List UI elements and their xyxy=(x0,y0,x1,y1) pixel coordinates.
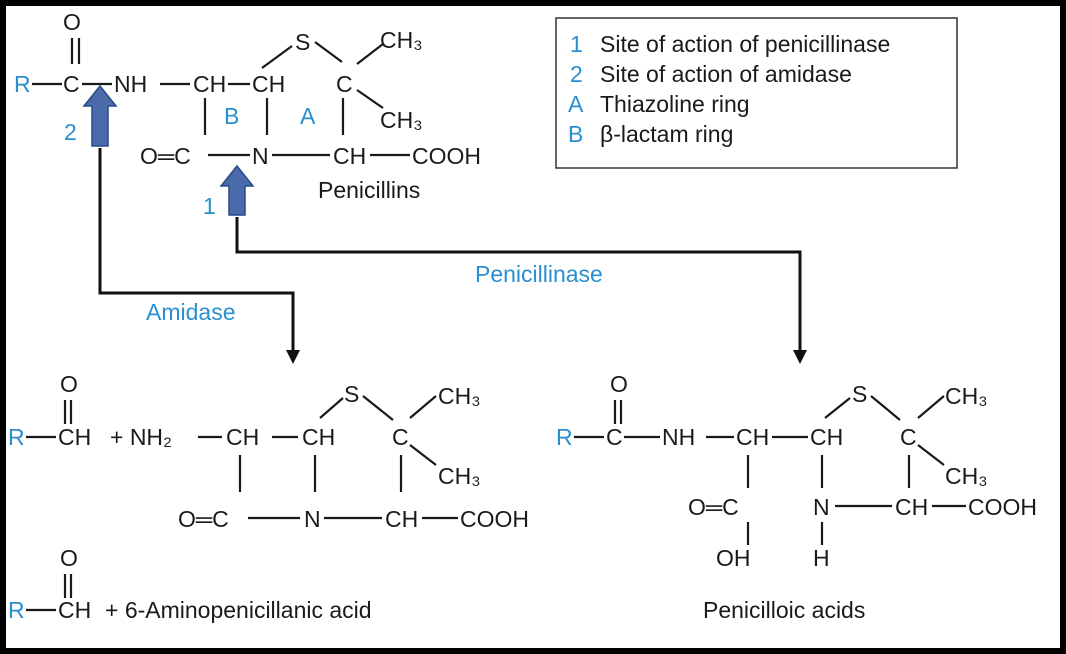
atom-r: R xyxy=(14,71,31,97)
atom-cooh: COOH xyxy=(968,494,1037,520)
atom-s: S xyxy=(852,381,867,407)
atom-s: S xyxy=(295,29,310,55)
atom-r: R xyxy=(556,424,573,450)
atom-ch: CH xyxy=(193,71,226,97)
atom-o: O xyxy=(60,545,78,571)
legend-key: 1 xyxy=(570,31,583,57)
atom-r: R xyxy=(8,597,25,623)
legend-text: β-lactam ring xyxy=(600,121,733,147)
ring-a-label: A xyxy=(300,103,316,129)
atom-ch: CH xyxy=(385,506,418,532)
legend: 1 Site of action of penicillinase 2 Site… xyxy=(555,17,958,169)
atom-n: N xyxy=(304,506,321,532)
atom-oc: O═C xyxy=(688,494,739,520)
penicillinase-label: Penicillinase xyxy=(475,261,603,287)
atom-oc: O═C xyxy=(178,506,229,532)
penicillinase-products: O R C NH CH CH S C CH₃ CH₃ O═C N CH COOH… xyxy=(556,371,1037,623)
atom-ch: CH xyxy=(58,424,91,450)
atom-ch: CH xyxy=(226,424,259,450)
atom-ch: CH xyxy=(58,597,91,623)
amidase-products: O R CH + NH₂ CH CH S C CH₃ CH₃ O═C N CH … xyxy=(8,371,529,623)
atom-nh: NH xyxy=(662,424,695,450)
atom-ch3: CH₃ xyxy=(945,463,988,489)
atom-ch: CH xyxy=(736,424,769,450)
atom-nh2: + NH₂ xyxy=(110,424,172,450)
atom-ch: CH xyxy=(252,71,285,97)
atom-h: H xyxy=(813,545,830,571)
atom-c: C xyxy=(63,71,80,97)
atom-ch3: CH₃ xyxy=(945,383,988,409)
atom-ch3: CH₃ xyxy=(380,27,423,53)
amidase-label: Amidase xyxy=(146,299,235,325)
ring-b-label: B xyxy=(224,103,239,129)
penicillin-structure: R C O NH CH CH S C CH₃ CH₃ B A O═C N CH … xyxy=(14,9,481,203)
atom-c: C xyxy=(900,424,917,450)
atom-c: C xyxy=(606,424,623,450)
atom-oh: OH xyxy=(716,545,751,571)
atom-c: C xyxy=(392,424,409,450)
atom-ch3: CH₃ xyxy=(438,463,481,489)
aminopenicillanic-acid-label: + 6-Aminopenicillanic acid xyxy=(105,597,372,623)
site-2-arrow-icon xyxy=(82,84,118,147)
legend-text: Thiazoline ring xyxy=(600,91,750,117)
atom-ch: CH xyxy=(302,424,335,450)
atom-n: N xyxy=(813,494,830,520)
atom-oc: O═C xyxy=(140,143,191,169)
legend-key: A xyxy=(568,91,584,117)
atom-ch: CH xyxy=(895,494,928,520)
atom-s: S xyxy=(344,381,359,407)
legend-key: 2 xyxy=(570,61,583,87)
legend-key: B xyxy=(568,121,583,147)
atom-n: N xyxy=(252,143,269,169)
penicillinase-path xyxy=(235,217,802,352)
atom-cooh: COOH xyxy=(412,143,481,169)
atom-ch: CH xyxy=(810,424,843,450)
atom-ch3: CH₃ xyxy=(380,107,423,133)
atom-nh: NH xyxy=(114,71,147,97)
legend-text: Site of action of amidase xyxy=(600,61,852,87)
penicillins-label: Penicillins xyxy=(318,177,420,203)
atom-ch3: CH₃ xyxy=(438,383,481,409)
site-1-label: 1 xyxy=(203,193,216,219)
penicilloic-acids-label: Penicilloic acids xyxy=(703,597,865,623)
atom-o: O xyxy=(60,371,78,397)
atom-o: O xyxy=(63,9,81,35)
atom-r: R xyxy=(8,424,25,450)
site-1-arrow-icon xyxy=(219,164,255,216)
atom-c: C xyxy=(336,71,353,97)
atom-ch: CH xyxy=(333,143,366,169)
atom-cooh: COOH xyxy=(460,506,529,532)
site-2-label: 2 xyxy=(64,119,77,145)
atom-o: O xyxy=(610,371,628,397)
amidase-path xyxy=(98,148,295,352)
legend-text: Site of action of penicillinase xyxy=(600,31,890,57)
